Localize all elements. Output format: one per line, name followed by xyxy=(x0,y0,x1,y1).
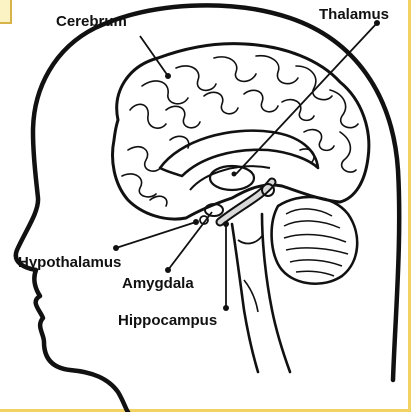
label-thalamus: Thalamus xyxy=(319,7,389,22)
label-hippocampus: Hippocampus xyxy=(118,313,217,328)
label-hypothalamus: Hypothalamus xyxy=(18,255,121,270)
thalamus-shape xyxy=(210,166,254,190)
label-amygdala: Amygdala xyxy=(122,276,194,291)
leader-hypothalamus xyxy=(116,222,196,248)
label-cerebrum: Cerebrum xyxy=(56,14,127,29)
cerebellum-folds xyxy=(284,209,348,276)
leader-amygdala xyxy=(168,212,212,270)
